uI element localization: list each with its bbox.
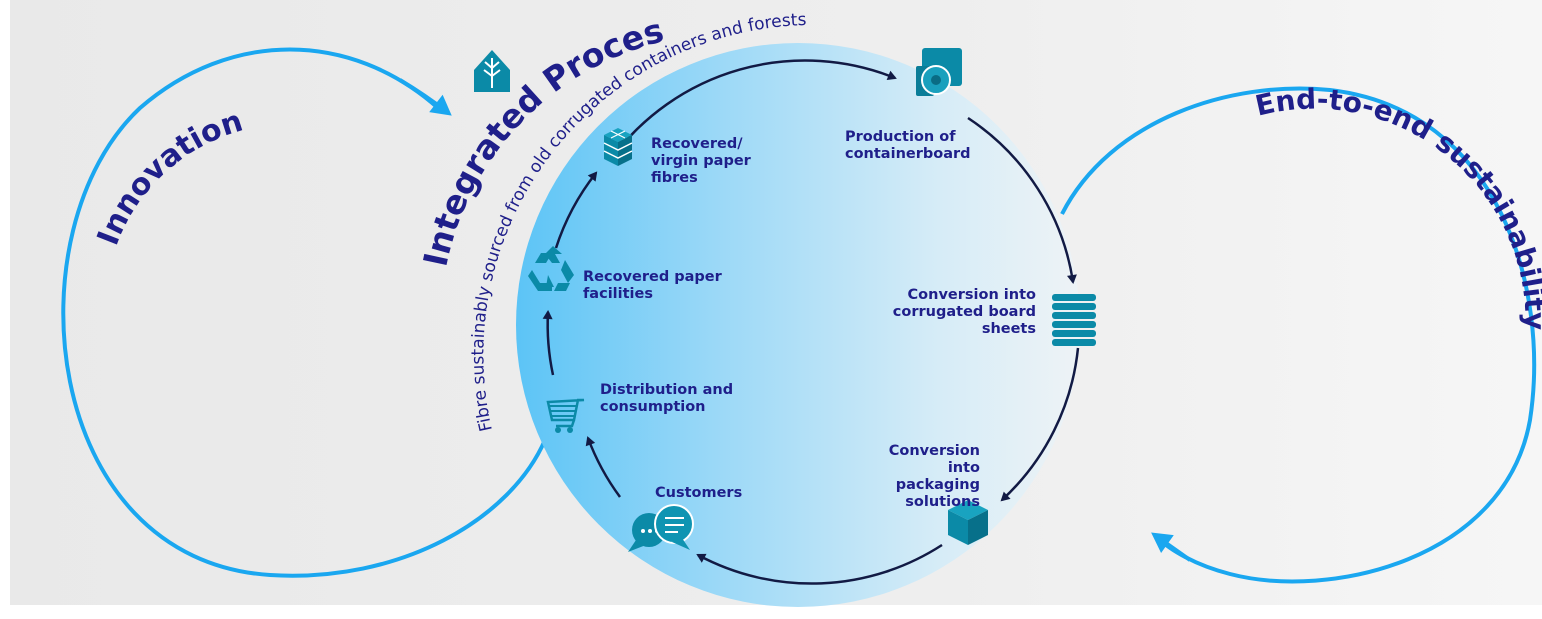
step-customers: Customers: [655, 485, 743, 501]
step-corrugated-board-sheets: Conversion into corrugated board sheets: [892, 287, 1036, 337]
innovation-loop-arrowhead: [398, 78, 452, 116]
step-recovered-virgin-fibres: Recovered/ virgin paper fibres: [651, 136, 751, 186]
chat-bubbles-icon: [628, 504, 694, 552]
step-recovered-paper-facilities: Recovered paper facilities: [583, 269, 722, 302]
box-icon: [948, 500, 988, 545]
step-packaging-solutions: Conversion into packaging solutions: [888, 443, 980, 510]
board-stack-icon: [1052, 294, 1096, 346]
recycle-icon: [528, 246, 574, 291]
paper-roll-icon: [916, 48, 962, 96]
step-production-containerboard: Production of containerboard: [845, 129, 971, 162]
tree-icon: [474, 50, 510, 92]
shopping-cart-icon: [546, 398, 585, 433]
integrated-process-disc: [516, 43, 1080, 607]
innovation-loop: [61, 47, 547, 578]
cycle-arrows: [542, 59, 1080, 585]
step-distribution-consumption: Distribution and consumption: [600, 382, 734, 415]
sustainability-loop-arrowhead: [1151, 532, 1192, 562]
sustainability-loop: [1060, 86, 1537, 584]
fibre-cubes-icon: [603, 128, 633, 166]
